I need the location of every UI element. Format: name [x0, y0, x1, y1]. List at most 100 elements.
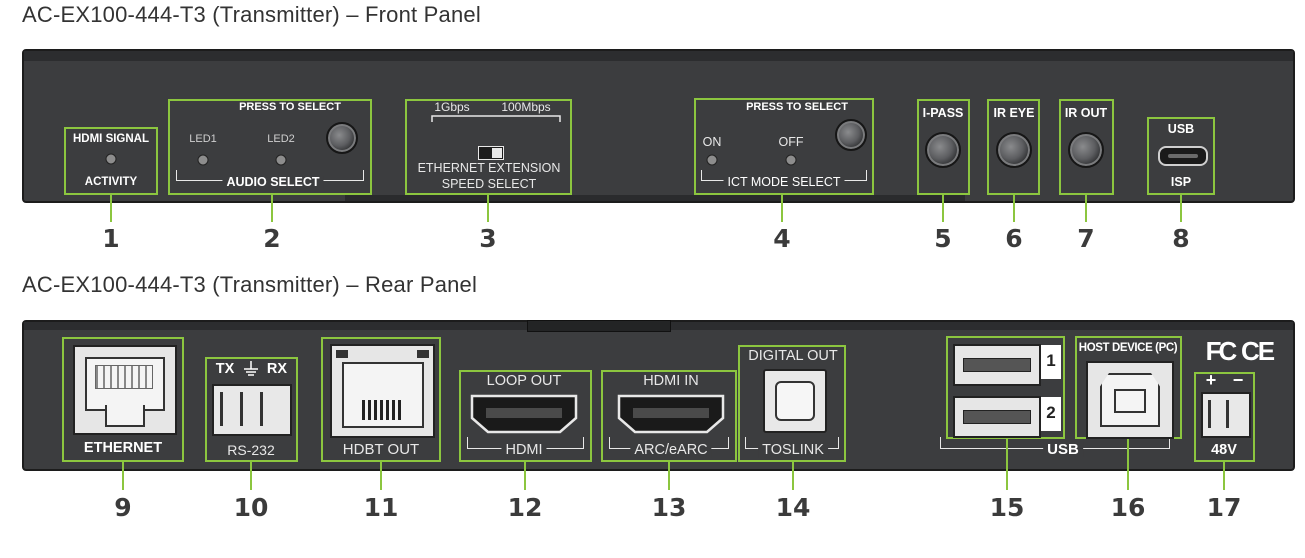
callout-line-6 [1013, 195, 1015, 222]
ir-eye-port[interactable] [996, 132, 1032, 168]
speed-switch-thumb [492, 148, 502, 158]
callout-6: 6 [1005, 224, 1023, 253]
audio-select-label: AUDIO SELECT [222, 176, 324, 189]
callout-1: 1 [102, 224, 120, 253]
usb-port-2-number: 2 [1046, 403, 1056, 422]
callout-line-17 [1223, 462, 1225, 490]
led2-label: LED2 [267, 133, 295, 145]
speed-1gbps-label: 1Gbps [434, 100, 470, 114]
usb-port-2[interactable] [953, 396, 1041, 438]
ce-mark: CE [1240, 336, 1275, 366]
callout-line-14 [792, 462, 794, 490]
rs232-rx-label: RX [266, 361, 288, 377]
rs232-terminal-block[interactable] [212, 384, 292, 436]
ethernet-speed-group [405, 99, 572, 195]
ipass-group [917, 99, 970, 195]
usb-c-tongue [1168, 154, 1198, 158]
ict-off-led [785, 154, 797, 166]
rs232-tx-label: TX [215, 361, 235, 377]
loop-hdmi-label: HDMI [501, 443, 547, 458]
ethernet-latch [105, 405, 145, 427]
usb-port-2-tag [1041, 397, 1061, 431]
led1-indicator [197, 154, 209, 166]
audio-select-group [168, 99, 372, 195]
front-panel-title: AC-EX100-444-T3 (Transmitter) – Front Pa… [22, 2, 481, 27]
power-plus-label: + [1205, 370, 1217, 390]
ir-out-label: IR OUT [1064, 106, 1108, 120]
fcc-mark: FC [1205, 336, 1238, 366]
ict-select-button[interactable] [835, 119, 867, 151]
speed-slide-switch[interactable] [478, 146, 504, 160]
hdbt-led-right [417, 350, 429, 358]
usb-port-2-tongue [963, 410, 1031, 424]
ir-eye-group [987, 99, 1040, 195]
power-48v-label: 48V [1211, 442, 1237, 458]
hdmi-activity-group [64, 127, 158, 195]
isp-label: ISP [1170, 175, 1192, 189]
callout-line-11 [380, 462, 382, 490]
callout-line-3 [487, 195, 489, 222]
speed-100mbps-label: 100Mbps [501, 100, 551, 114]
callout-line-1 [110, 195, 112, 222]
host-device-label: HOST DEVICE (PC) [1078, 342, 1178, 354]
callout-9: 9 [114, 493, 132, 522]
callout-13: 13 [651, 493, 687, 522]
ir-out-port[interactable] [1068, 132, 1104, 168]
hdbt-port-cavity [342, 362, 424, 428]
callout-line-15 [1006, 439, 1008, 490]
callout-4: 4 [773, 224, 791, 253]
callout-line-7 [1085, 195, 1087, 222]
usb-c-port[interactable] [1158, 146, 1208, 166]
rear-panel-title: AC-EX100-444-T3 (Transmitter) – Rear Pan… [22, 272, 478, 297]
ethernet-label: ETHERNET [83, 440, 163, 456]
ethernet-group [62, 337, 184, 462]
toslink-port[interactable] [763, 369, 827, 433]
speed-select-label: SPEED SELECT [441, 177, 537, 191]
ipass-port[interactable] [925, 132, 961, 168]
usb-label: USB [1167, 122, 1195, 136]
usb-b-opening [1100, 373, 1160, 427]
callout-15: 15 [989, 493, 1025, 522]
audio-press-to-select: PRESS TO SELECT [239, 101, 341, 113]
toslink-opening [775, 381, 815, 421]
usb-b-port[interactable] [1086, 361, 1174, 439]
ipass-label: I-PASS [922, 106, 964, 120]
hdbt-port[interactable] [330, 344, 435, 438]
callout-2: 2 [263, 224, 281, 253]
callout-10: 10 [233, 493, 269, 522]
callout-line-5 [942, 195, 944, 222]
callout-line-2 [271, 195, 273, 222]
callout-line-9 [122, 462, 124, 490]
power-slots [1208, 400, 1244, 428]
rs232-label: RS-232 [227, 442, 275, 458]
led1-label: LED1 [189, 133, 217, 145]
power-terminal-block[interactable] [1201, 392, 1251, 438]
callout-14: 14 [775, 493, 811, 522]
ict-on-led [706, 154, 718, 166]
power-minus-label: − [1232, 370, 1244, 390]
toslink-label: TOSLINK [758, 443, 828, 458]
activity-label: ACTIVITY [84, 176, 138, 188]
audio-select-button[interactable] [326, 122, 358, 154]
rs232-group [205, 357, 298, 462]
callout-16: 16 [1110, 493, 1146, 522]
ir-eye-label: IR EYE [993, 106, 1035, 120]
hdbt-led-left [336, 350, 348, 358]
usb-port-1-number: 1 [1046, 351, 1056, 370]
led2-indicator [275, 154, 287, 166]
ir-out-group [1059, 99, 1114, 195]
ethernet-port-cavity [85, 357, 165, 411]
usb-port-1-tag [1041, 345, 1061, 379]
ict-press-to-select: PRESS TO SELECT [746, 101, 848, 113]
usb-rear-label: USB [1043, 442, 1083, 457]
digital-out-label: DIGITAL OUT [748, 348, 838, 364]
hdbt-out-label: HDBT OUT [342, 441, 420, 458]
usb-port-1[interactable] [953, 344, 1041, 386]
ethernet-port[interactable] [73, 345, 177, 435]
usb-b-tongue [1114, 389, 1146, 413]
hdbt-group [321, 337, 441, 462]
